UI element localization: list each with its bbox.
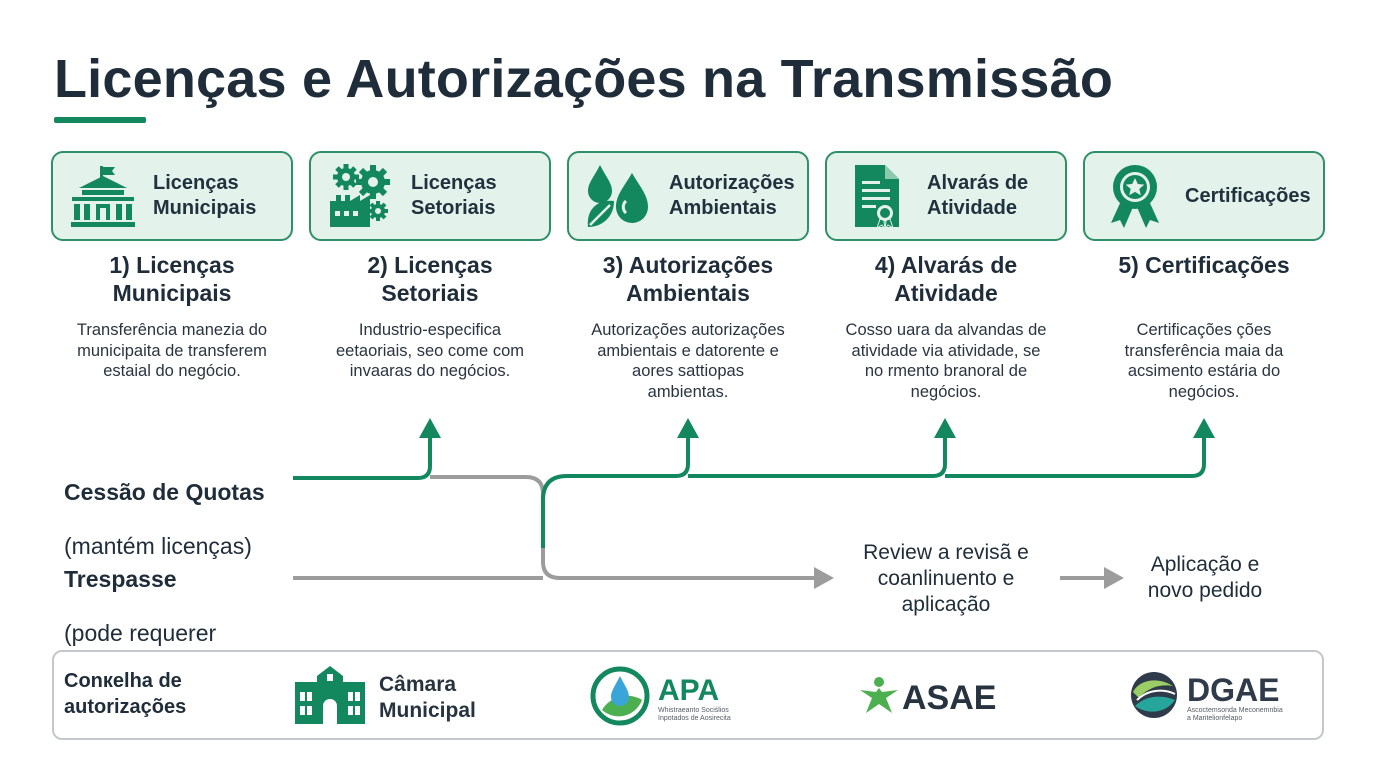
card-label: Licenças Municipais [153, 172, 257, 219]
org-subtitle: Ascoctemsonda Meconemnbia a Maritelionfe… [1187, 706, 1283, 722]
card-label: Alvarás de Atividade [927, 172, 1029, 219]
step-description-2: Industrio-especifica eetaoriais, seo com… [335, 321, 524, 380]
trespasse-arrowheads [814, 567, 1124, 589]
award-badge-icon [1099, 161, 1171, 231]
trespasse-title: Trespasse [64, 566, 177, 592]
card-certificacoes: Certificações [1083, 151, 1325, 241]
authorities-panel [52, 650, 1324, 740]
gears-factory-icon [325, 161, 397, 231]
card-alvaras-atividade: Alvarás de Atividade [825, 151, 1067, 241]
card-autorizacoes-ambientais: Autorizações Ambientais [567, 151, 809, 241]
quotas-arrowheads [419, 418, 1215, 438]
quotas-title: Cessão de Quotas [64, 479, 265, 505]
step-description-1: Transferência manezia do municipaita de … [76, 321, 268, 380]
quotas-label: Cessão de Quotas (mantém licenças) [64, 452, 265, 560]
apa-text: APA Whistraeanto Sociślios Inpotados de … [650, 673, 731, 723]
authorities-label: Conкelha de autorizações [64, 670, 187, 718]
review-step-text: Review a revisã e coanlinuento e aplicaç… [863, 541, 1029, 616]
step-description-3: Autorizações autorizações ambientais e d… [591, 321, 785, 401]
apa-logo-icon [590, 666, 650, 731]
dgae-text: DGAE Ascoctemsonda Meconemnbia a Maritel… [1179, 673, 1283, 723]
org-dgae: DGAE Ascoctemsonda Meconemnbia a Maritel… [1129, 670, 1283, 725]
town-hall-icon [67, 161, 139, 231]
org-name: ASAE [902, 678, 997, 717]
org-camara-municipal: Câmara Municipal [293, 664, 476, 731]
dgae-swirl-icon [1129, 670, 1179, 725]
certificate-document-icon [841, 161, 913, 231]
card-label: Certificações [1185, 184, 1311, 207]
card-licencas-setoriais: Licenças Setoriais [309, 151, 551, 241]
town-hall-icon [293, 664, 367, 731]
card-label: Autorizações Ambientais [669, 172, 795, 219]
step-description-5: Certificações ções transferência maia da… [1124, 321, 1284, 401]
card-licencas-municipais: Licenças Municipais [51, 151, 293, 241]
step-heading-4: 4) Alvarás de Atividade [874, 252, 1018, 306]
step-heading-3: 3) Autorizações Ambientais [602, 252, 774, 306]
step-heading-5: 5) Certificações [1118, 252, 1290, 278]
water-leaf-icon [583, 161, 655, 231]
application-step-text: Aplicação e novo pedido [1147, 553, 1263, 602]
org-name: APA [658, 673, 720, 707]
org-subtitle: Whistraeanto Sociślios Inpotados de Aosi… [658, 706, 731, 722]
step-heading-1: 1) Licenças Municipais [109, 252, 235, 306]
quotas-line [293, 434, 1206, 548]
step-description-4: Cosso uara da alvandas de atividade via … [845, 321, 1047, 401]
quotas-subtitle: (mantém licenças) [64, 533, 252, 559]
card-label: Licenças Setoriais [411, 172, 497, 219]
org-asae: ASAE [858, 676, 996, 719]
asae-star-icon [858, 676, 900, 719]
page-title: Licenças e Autorizações na Transmissão [54, 49, 1114, 109]
org-name: DGAE [1187, 671, 1280, 708]
title-underline [54, 117, 146, 123]
org-apa: APA Whistraeanto Sociślios Inpotados de … [590, 666, 731, 731]
step-heading-2: 2) Licenças Setoriais [367, 252, 493, 306]
org-name: Câmara Municipal [379, 672, 476, 722]
